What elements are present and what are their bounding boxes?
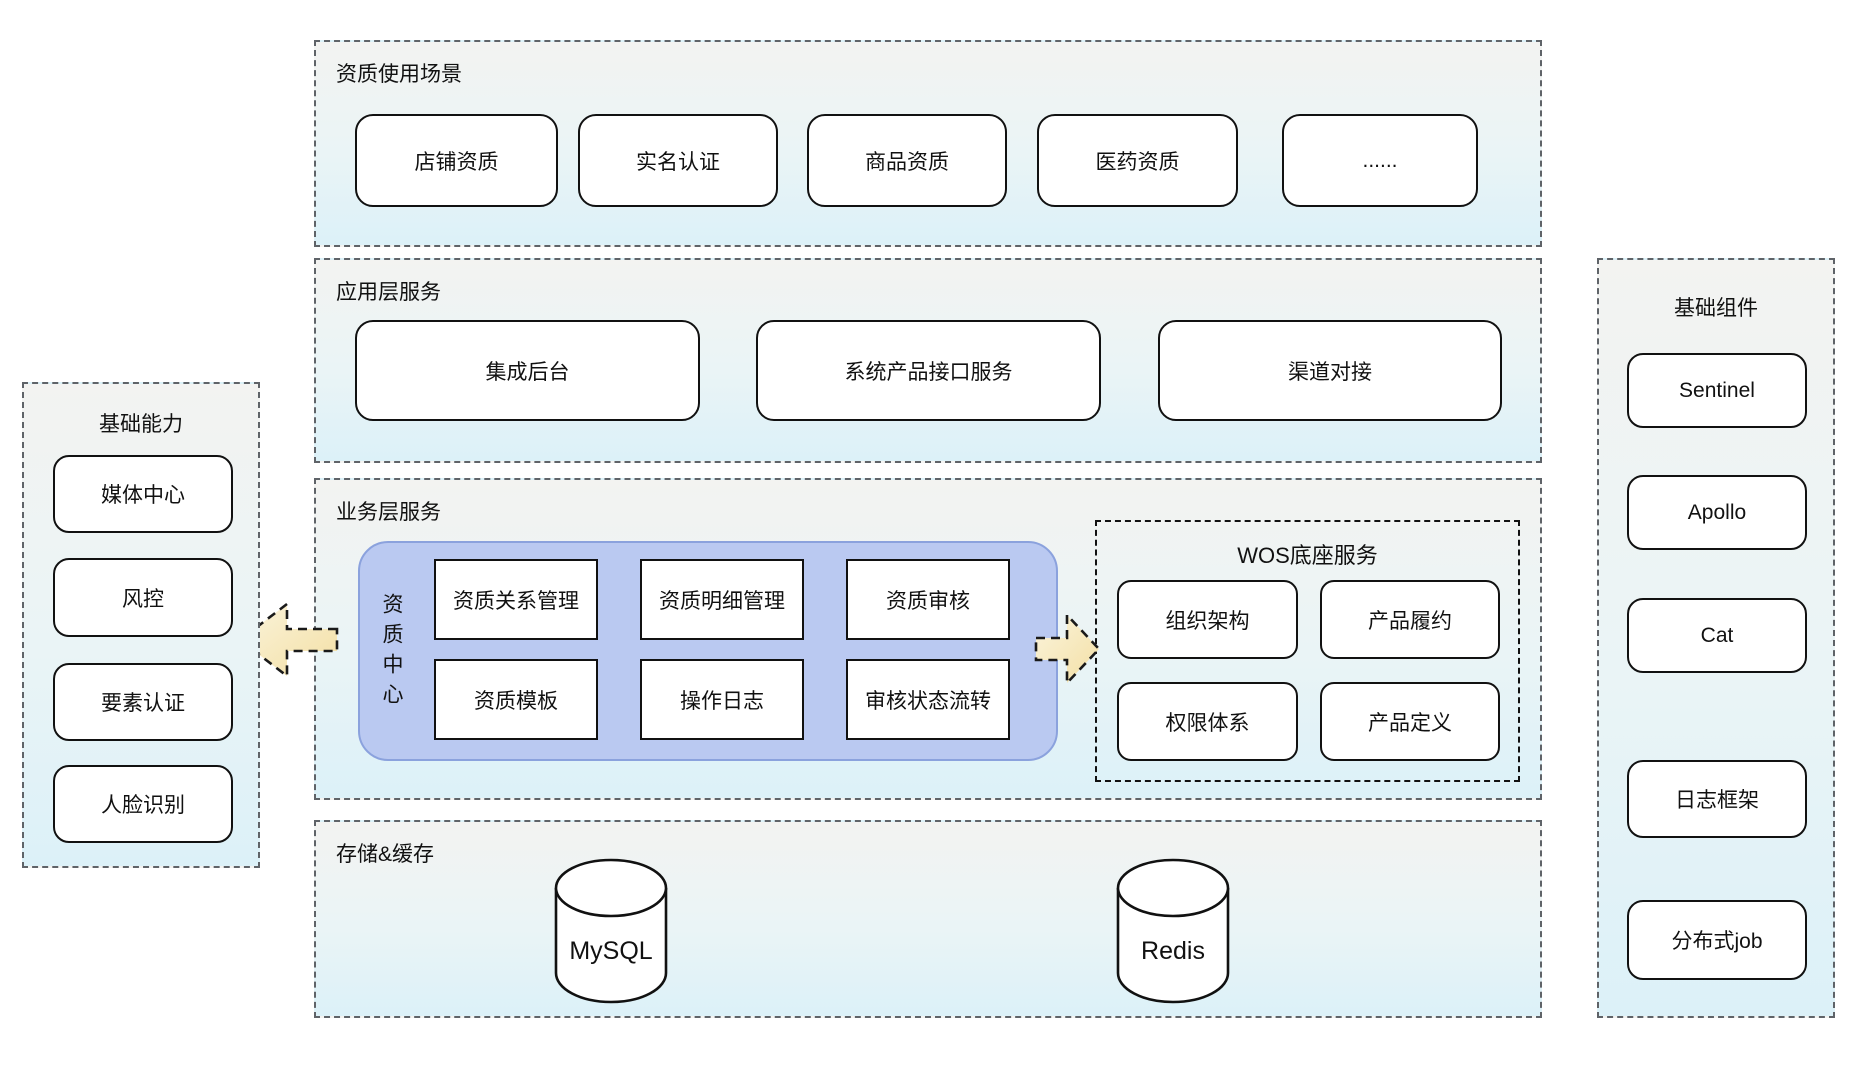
node-qualification-detail-mgmt: 资质明细管理 (640, 559, 804, 640)
node-log-framework: 日志框架 (1627, 760, 1807, 838)
panel-business-layer-title: 业务层服务 (336, 501, 441, 524)
node-apollo: Apollo (1627, 475, 1807, 550)
node-operation-log: 操作日志 (640, 659, 804, 740)
node-medical-qualification: 医药资质 (1037, 114, 1238, 207)
panel-app-layer-title: 应用层服务 (336, 281, 441, 304)
panel-base-components-title: 基础组件 (1674, 297, 1758, 320)
node-shop-qualification: 店铺资质 (355, 114, 558, 207)
node-more-ellipsis: ...... (1282, 114, 1478, 207)
node-product-definition: 产品定义 (1320, 682, 1500, 761)
panel-usage-title: 资质使用场景 (336, 63, 462, 86)
node-qualification-review: 资质审核 (846, 559, 1010, 640)
node-cat: Cat (1627, 598, 1807, 673)
mysql-database: MySQL (553, 857, 669, 1005)
right-arrow-icon (1033, 612, 1103, 686)
wos-base-services-title: WOS底座服务 (1237, 543, 1378, 568)
node-integration-backend: 集成后台 (355, 320, 700, 421)
node-sentinel: Sentinel (1627, 353, 1807, 428)
node-product-qualification: 商品资质 (807, 114, 1007, 207)
node-permission-system: 权限体系 (1117, 682, 1298, 761)
node-face-recognition: 人脸识别 (53, 765, 233, 843)
database-cylinder-icon (554, 858, 668, 1004)
panel-storage-cache: 存储&缓存 (314, 820, 1542, 1018)
mysql-label: MySQL (569, 937, 653, 965)
qualification-center-label: 资质中心 (380, 593, 403, 713)
node-org-structure: 组织架构 (1117, 580, 1298, 659)
node-element-auth: 要素认证 (53, 663, 233, 741)
node-review-state-flow: 审核状态流转 (846, 659, 1010, 740)
node-channel-connect: 渠道对接 (1158, 320, 1502, 421)
node-realname-auth: 实名认证 (578, 114, 778, 207)
node-system-product-api: 系统产品接口服务 (756, 320, 1101, 421)
node-product-fulfillment: 产品履约 (1320, 580, 1500, 659)
panel-storage-title: 存储&缓存 (336, 843, 435, 866)
redis-database: Redis (1115, 857, 1231, 1005)
database-cylinder-icon (1116, 858, 1230, 1004)
redis-label: Redis (1141, 937, 1205, 965)
node-distributed-job: 分布式job (1627, 900, 1807, 980)
node-qualification-relation-mgmt: 资质关系管理 (434, 559, 598, 640)
left-arrow-icon (236, 598, 340, 682)
node-qualification-template: 资质模板 (434, 659, 598, 740)
node-risk-control: 风控 (53, 558, 233, 637)
node-media-center: 媒体中心 (53, 455, 233, 533)
panel-base-capabilities-title: 基础能力 (99, 413, 183, 436)
